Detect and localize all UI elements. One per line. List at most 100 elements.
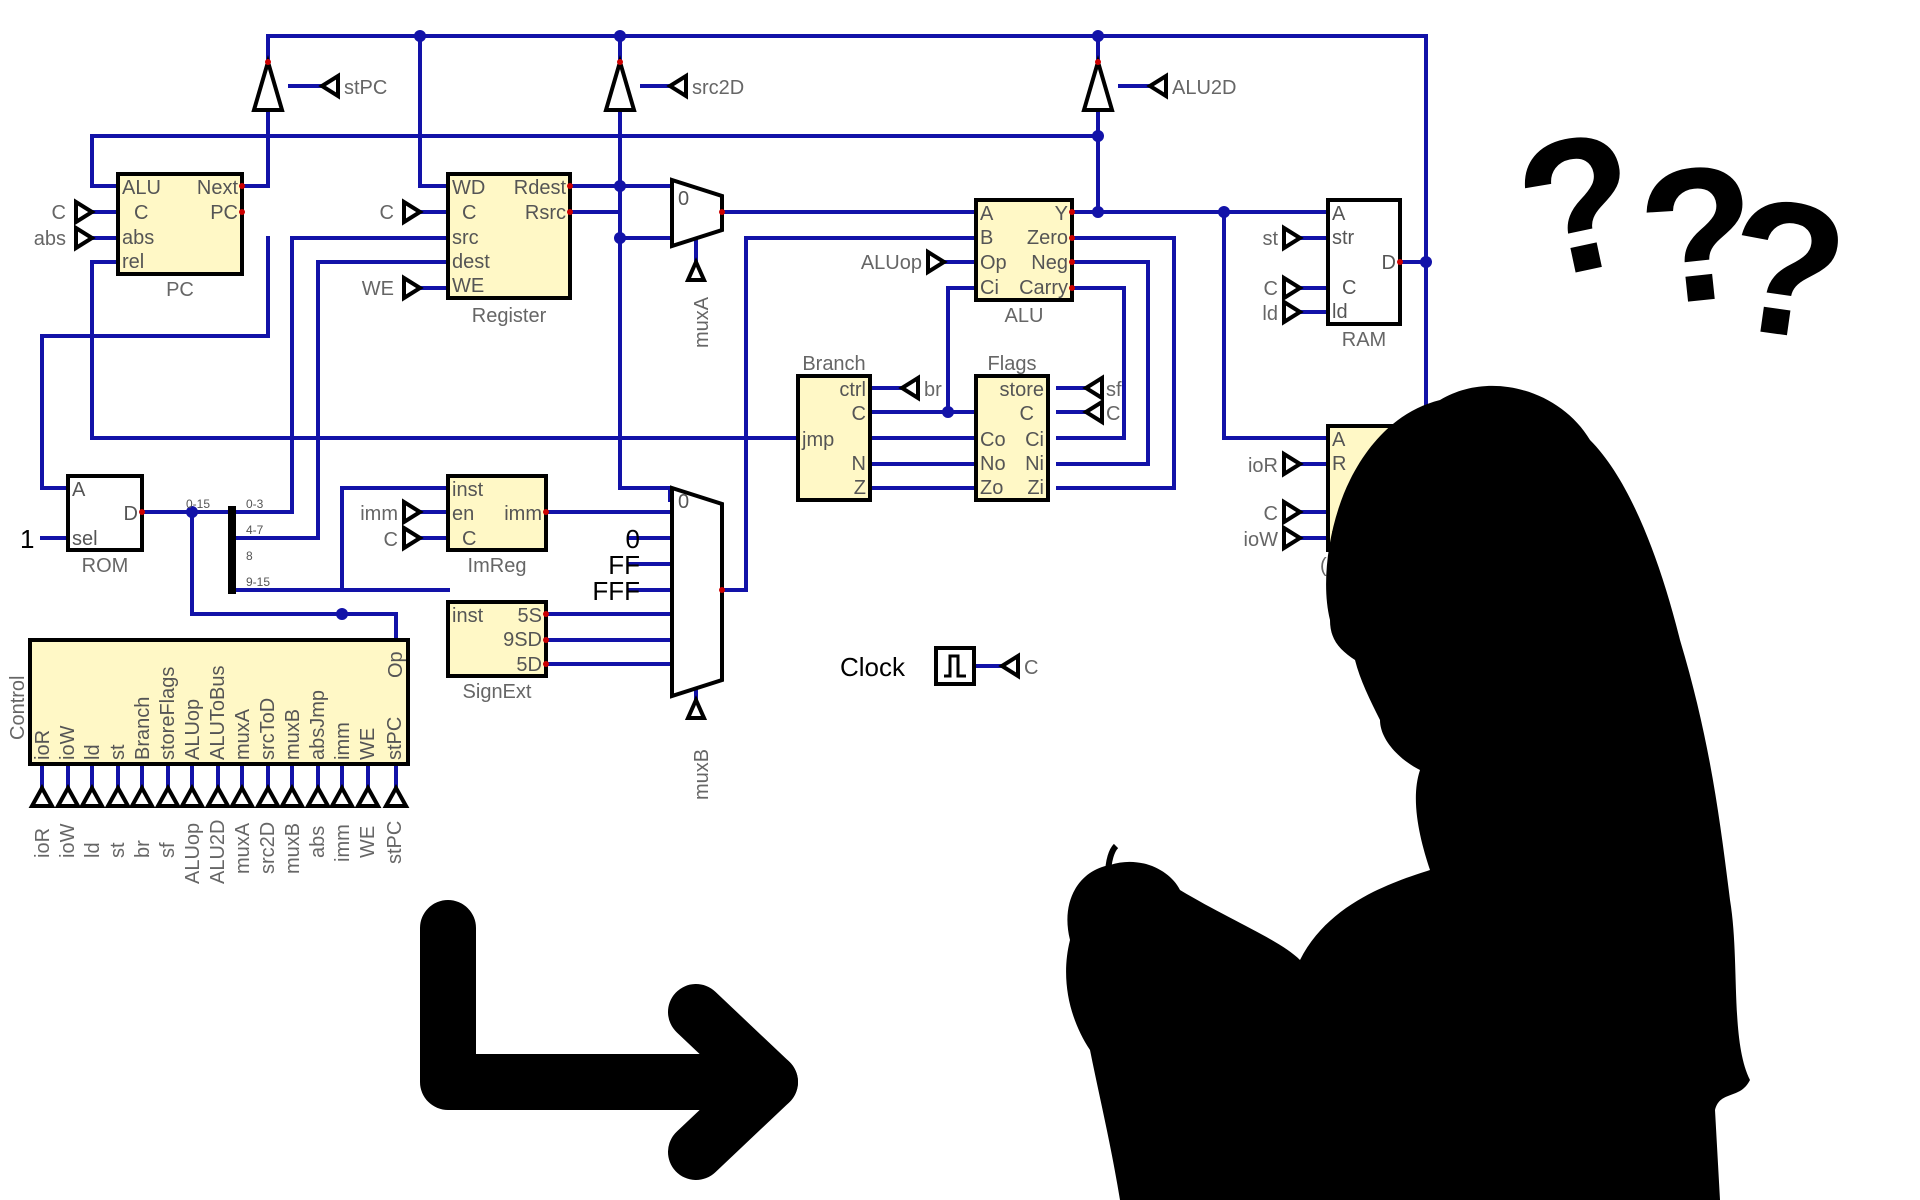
flags-pin-co: Co	[980, 429, 1006, 451]
pc-input-abs: abs	[34, 228, 66, 250]
rom-sel-constant: 1	[20, 524, 34, 554]
tunnel-ior: ioR	[32, 828, 54, 858]
driver-stpc	[251, 54, 285, 112]
control-out-4: Branch	[132, 697, 154, 760]
reg-pin-src: src	[452, 227, 479, 249]
control-out-8: muxA	[232, 708, 254, 760]
flags-pin-zo: Zo	[980, 477, 1003, 499]
branch-pin-c: C	[852, 403, 866, 425]
ram-pin-str: str	[1332, 227, 1355, 249]
driver-alu2d-label: ALU2D	[1172, 77, 1236, 99]
tunnel-iow: ioW	[57, 823, 79, 858]
control-out-10: muxB	[282, 709, 304, 760]
reg-pin-wd: WD	[452, 177, 485, 199]
splitter-out-2: 8	[246, 549, 253, 563]
flags-pin-ni: Ni	[1025, 453, 1044, 475]
pc-pin-abs: abs	[122, 227, 154, 249]
tunnel-imm: imm	[332, 824, 354, 862]
control-out-11: absJmp	[307, 690, 329, 760]
flags-pin-zi: Zi	[1027, 477, 1044, 499]
control-out-9: srcToD	[257, 698, 279, 760]
tunnel-we: WE	[357, 826, 379, 858]
control-label: Control	[7, 676, 29, 740]
pc-pin-alu: ALU	[122, 177, 161, 199]
question-marks: ? ? ?	[1500, 90, 1859, 383]
imreg-label: ImReg	[468, 555, 527, 577]
control-output-wires	[40, 762, 398, 790]
rom-pin-d: D	[124, 503, 138, 525]
right-turn-arrow-icon	[420, 900, 798, 1180]
io-pin-r: R	[1332, 453, 1346, 475]
mux-a-pin0: 0	[678, 188, 689, 210]
signext-pin-5s: 5S	[518, 605, 542, 627]
io-input-iow: ioW	[1244, 529, 1279, 551]
control-tunnels: ioR ioW ld st br sf ALUop ALU2D muxA src…	[28, 783, 410, 884]
control-out-0: ioR	[32, 730, 54, 760]
reg-pin-rdest: Rdest	[514, 177, 567, 199]
splitter-out-0: 0-3	[246, 497, 264, 511]
mux-b-const-ff: FF	[608, 550, 640, 580]
control-out-1: ioW	[57, 725, 79, 760]
tunnel-muxa: muxA	[232, 822, 254, 874]
tunnel-sf: sf	[157, 842, 179, 858]
signext-label: SignExt	[463, 681, 532, 703]
bus-drivers: stPC src2D ALU2D	[251, 54, 1236, 112]
ram-label: RAM	[1342, 329, 1386, 351]
control-pin-op: Op	[385, 651, 407, 678]
clock-wave-icon	[944, 654, 966, 678]
pc-input-c: C	[52, 202, 66, 224]
imreg-block: inst en C imm ImReg	[446, 474, 548, 577]
alu-label: ALU	[1005, 305, 1044, 327]
driver-src2d	[603, 54, 637, 112]
pc-block: ALU C abs rel Next PC PC	[116, 172, 244, 301]
signext-pin-9sd: 9SD	[503, 629, 542, 651]
pin-dots	[139, 59, 1403, 667]
alu-pin-b: B	[980, 227, 993, 249]
reg-pin-rsrc: Rsrc	[525, 202, 566, 224]
tunnel-br: br	[132, 840, 154, 858]
clock-source: Clock C	[840, 646, 1038, 686]
imreg-input-c: C	[384, 529, 398, 551]
pc-pin-pc: PC	[210, 202, 238, 224]
control-out-5: storeFlags	[157, 667, 179, 760]
question-mark-2: ?	[1630, 124, 1768, 347]
clock-tunnel	[998, 652, 1020, 680]
alu-pin-carry: Carry	[1019, 277, 1068, 299]
tunnel-st: st	[107, 842, 129, 858]
mux-a-select-tunnel	[684, 257, 708, 282]
clock-label: Clock	[840, 652, 906, 682]
mux-b-label: muxB	[691, 749, 713, 800]
imreg-pin-en: en	[452, 503, 474, 525]
driver-src2d-label: src2D	[692, 77, 744, 99]
tunnel-abs: abs	[307, 826, 329, 858]
io-input-ior: ioR	[1248, 455, 1278, 477]
imreg-pin-imm: imm	[504, 503, 542, 525]
splitter-in-label: 0-15	[186, 497, 210, 511]
clock-signal-label: C	[1024, 657, 1038, 679]
tunnel-stpc: stPC	[384, 821, 406, 864]
tunnel-aluop: ALUop	[182, 823, 204, 884]
rom-block: A D sel ROM	[66, 474, 144, 577]
flags-pin-ci: Ci	[1025, 429, 1044, 451]
ram-block: A str C ld D RAM	[1326, 198, 1402, 351]
tunnel-alu2d: ALU2D	[207, 820, 229, 884]
branch-pin-jmp: jmp	[801, 429, 834, 451]
flags-input-sf: sf	[1106, 379, 1122, 401]
splitter: 0-15 0-3 4-7 8 9-15	[186, 497, 270, 594]
flags-block: store C Co Ci No Ni Zo Zi Flags	[974, 353, 1050, 502]
mux-b-const-0: 0	[626, 524, 640, 554]
pc-label: PC	[166, 279, 194, 301]
control-out-3: st	[107, 744, 129, 760]
control-out-13: WE	[357, 728, 379, 760]
flags-pin-no: No	[980, 453, 1006, 475]
io-input-c: C	[1264, 503, 1278, 525]
ram-input-c: C	[1264, 278, 1278, 300]
reg-pin-we: WE	[452, 275, 484, 297]
tunnel-src2d: src2D	[257, 822, 279, 874]
control-block: Control Op ioR ioW ld st Branch storeFla…	[7, 638, 410, 766]
pc-pin-next: Next	[197, 177, 239, 199]
ram-pin-a: A	[1332, 203, 1346, 225]
input-tunnels: C abs C WE ALUop br sf C st C ld ioR C i…	[20, 198, 1304, 554]
